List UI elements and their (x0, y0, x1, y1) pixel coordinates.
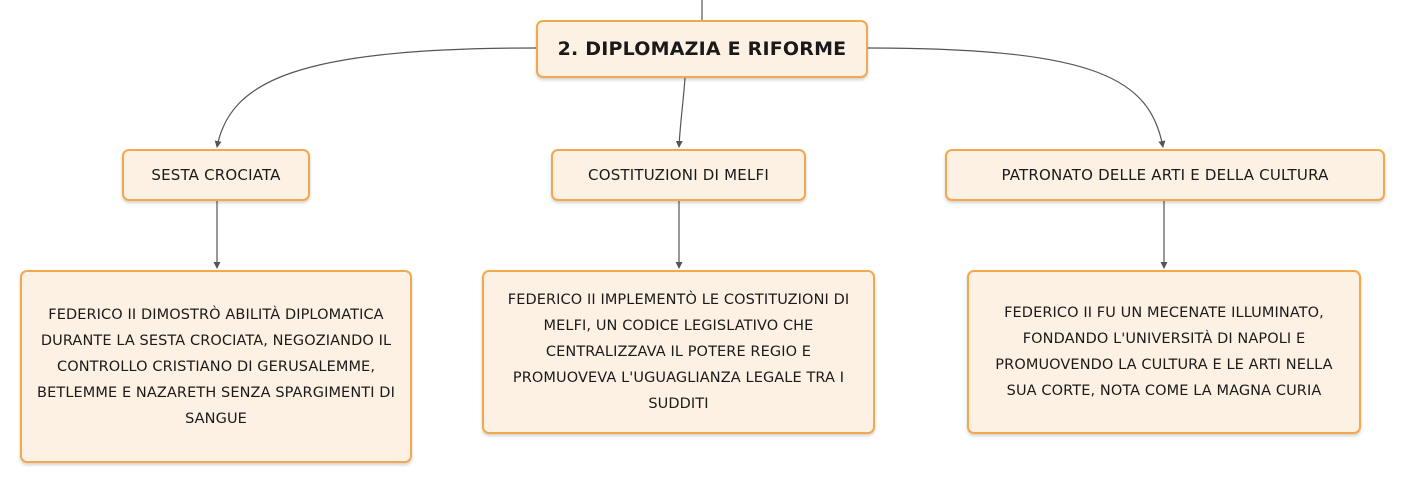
detail-text: FEDERICO II FU UN MECENATE ILLUMINATO, F… (995, 305, 1333, 399)
connector-root-to-costituzioni (675, 77, 686, 148)
topic-label: COSTITUZIONI DI MELFI (588, 166, 769, 184)
topic-node-patronato[interactable]: PATRONATO DELLE ARTI E DELLA CULTURA (945, 149, 1385, 201)
topic-node-sesta-crociata[interactable]: SESTA CROCIATA (122, 149, 310, 201)
connector-root-to-sesta-crociata (214, 47, 537, 148)
topic-node-costituzioni-di-melfi[interactable]: COSTITUZIONI DI MELFI (551, 149, 806, 201)
detail-text: FEDERICO II IMPLEMENTÒ LE COSTITUZIONI D… (507, 292, 850, 412)
detail-text: FEDERICO II DIMOSTRÒ ABILITÀ DIPLOMATICA… (37, 306, 395, 427)
detail-node-patronato[interactable]: FEDERICO II FU UN MECENATE ILLUMINATO, F… (967, 270, 1361, 434)
root-node-label: 2. DIPLOMAZIA E RIFORME (557, 38, 847, 60)
connector-root-to-patronato (867, 47, 1166, 148)
detail-node-sesta-crociata[interactable]: FEDERICO II DIMOSTRÒ ABILITÀ DIPLOMATICA… (20, 270, 412, 463)
topic-label: PATRONATO DELLE ARTI E DELLA CULTURA (1001, 166, 1329, 184)
detail-node-costituzioni-di-melfi[interactable]: FEDERICO II IMPLEMENTÒ LE COSTITUZIONI D… (482, 270, 875, 434)
topic-label: SESTA CROCIATA (151, 166, 281, 184)
root-node[interactable]: 2. DIPLOMAZIA E RIFORME (536, 20, 868, 78)
